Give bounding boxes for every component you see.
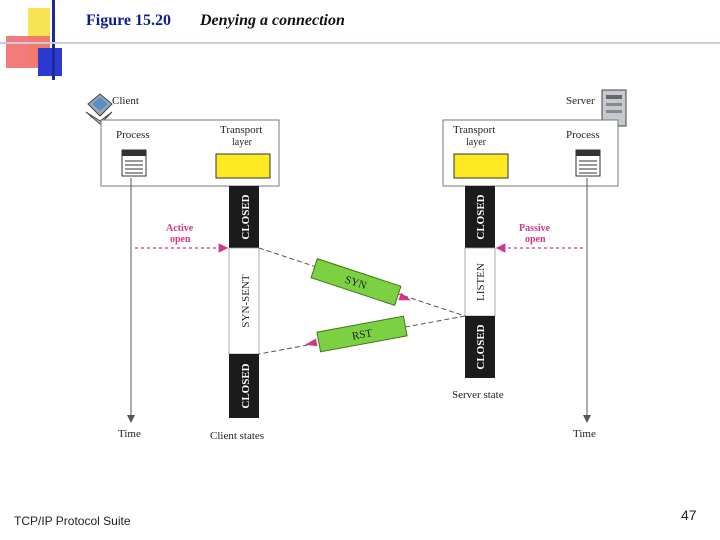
client-transport-box bbox=[215, 153, 271, 179]
server-layer-label: layer bbox=[466, 137, 487, 148]
server-transport-box bbox=[453, 153, 509, 179]
server-listen-text: LISTEN bbox=[475, 263, 487, 301]
client-closed-text-2: CLOSED bbox=[240, 363, 252, 408]
client-layer-label: layer bbox=[232, 137, 253, 148]
client-state-syn-sent bbox=[228, 247, 260, 355]
active-open-label-1: Active bbox=[166, 223, 194, 234]
server-transport-label: Transport bbox=[453, 124, 495, 136]
client-syn-sent-text: SYN-SENT bbox=[240, 274, 252, 327]
server-closed-text-2: CLOSED bbox=[475, 324, 487, 369]
page-number: 47 bbox=[681, 507, 697, 523]
vertical-rule bbox=[52, 0, 55, 80]
blue-square bbox=[38, 48, 62, 76]
server-document-icon bbox=[575, 149, 601, 177]
client-transport-label: Transport bbox=[220, 124, 262, 136]
active-open-label-2: open bbox=[170, 234, 191, 245]
server-label: Server bbox=[566, 95, 595, 107]
rst-label: RST bbox=[351, 327, 373, 343]
laptop-icon bbox=[85, 93, 113, 125]
horizontal-rule bbox=[0, 42, 720, 44]
server-process-label: Process bbox=[566, 129, 600, 141]
figure-number: Figure 15.20 bbox=[86, 12, 172, 29]
footer-suite: TCP/IP Protocol Suite bbox=[14, 514, 131, 528]
client-document-icon bbox=[121, 149, 147, 177]
passive-open-label-2: open bbox=[525, 234, 546, 245]
server-state-closed-1 bbox=[465, 186, 495, 248]
client-state-closed-1 bbox=[229, 186, 259, 248]
server-closed-text-1: CLOSED bbox=[475, 194, 487, 239]
client-time-label: Time bbox=[118, 428, 141, 440]
passive-open-label-1: Passive bbox=[519, 223, 551, 234]
server-state-label: Server state bbox=[452, 389, 504, 401]
figure-title: Denying a connection bbox=[200, 12, 345, 29]
client-label: Client bbox=[112, 95, 139, 107]
client-closed-text-1: CLOSED bbox=[240, 194, 252, 239]
client-process-label: Process bbox=[116, 129, 150, 141]
server-time-label: Time bbox=[573, 428, 596, 440]
server-state-listen bbox=[464, 247, 496, 317]
client-states-label: Client states bbox=[210, 430, 264, 442]
server-state-closed-2 bbox=[465, 316, 495, 378]
rst-segment: RST bbox=[304, 315, 408, 353]
client-state-closed-2 bbox=[229, 354, 259, 418]
syn-segment: SYN bbox=[310, 258, 412, 306]
corner-decoration bbox=[0, 0, 720, 80]
